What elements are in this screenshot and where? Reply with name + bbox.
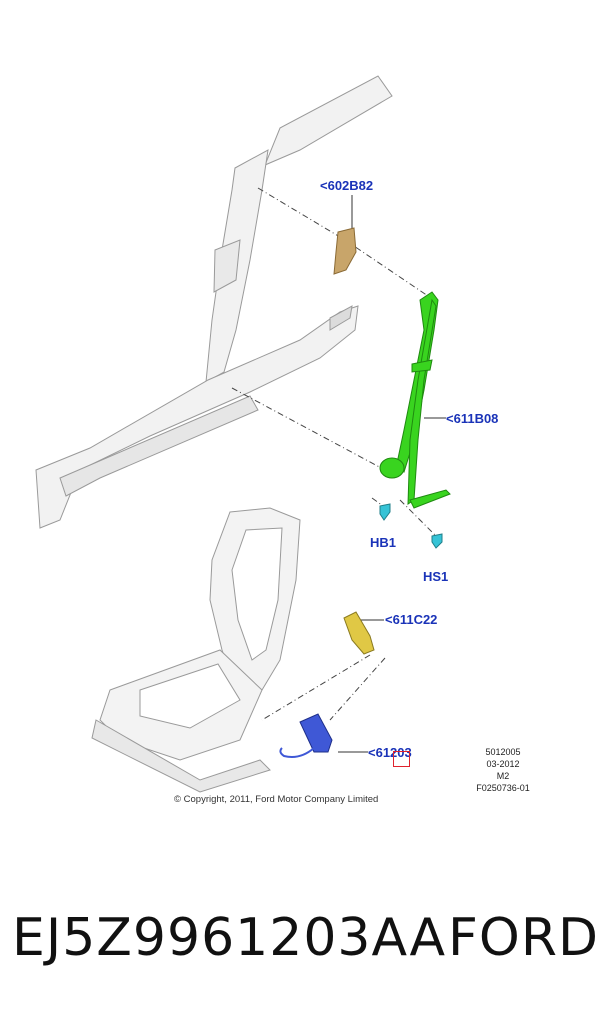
body-pillar-structure (35, 75, 393, 529)
part-number: EJ5Z9961203AA (12, 908, 447, 968)
brand-name: FORD (448, 908, 600, 968)
callout-buckle-harness: <61203 (368, 745, 412, 760)
callout-bolt-hs1: HS1 (423, 569, 449, 584)
buckle-harness-part (279, 713, 333, 758)
seat-frame-structure (91, 507, 301, 793)
callout-buckle: <611C22 (385, 612, 438, 627)
callout-seat-belt: <611B08 (446, 411, 499, 426)
seat-belt-buckle-part (343, 611, 375, 655)
drawing-info-block: 5012005 03-2012 M2 F0250736-01 (468, 746, 538, 794)
info-line-3: M2 (496, 771, 510, 781)
info-line-1: 5012005 (485, 747, 521, 757)
bolt-parts (379, 503, 443, 549)
highlight-box (393, 751, 410, 767)
info-line-4: F0250736-01 (476, 783, 530, 793)
callout-pillar-bracket: <602B82 (320, 178, 374, 193)
seat-belt-assembly-part (379, 291, 451, 509)
info-line-2: 03-2012 (486, 759, 520, 769)
pillar-bracket-part (333, 227, 357, 275)
copyright-notice: © Copyright, 2011, Ford Motor Company Li… (174, 794, 379, 805)
callout-bolt-hb1: HB1 (370, 535, 397, 550)
